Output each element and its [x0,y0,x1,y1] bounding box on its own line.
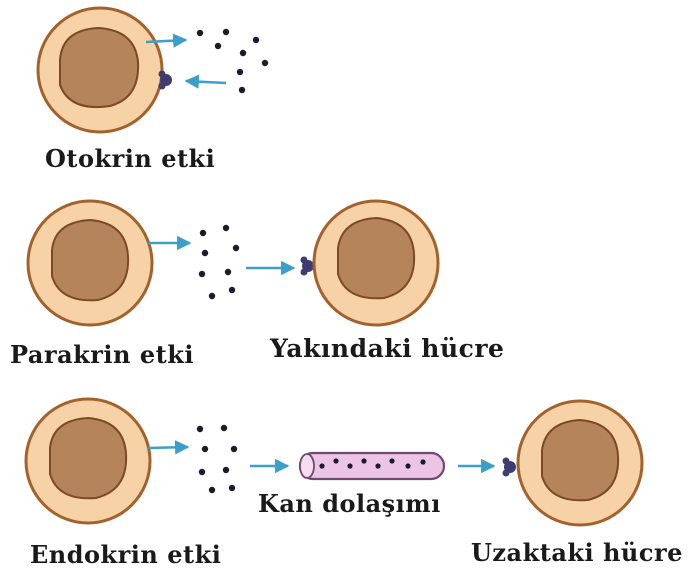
signal-molecules-paracrine [199,225,239,299]
secreting-cell-endocrine [26,399,150,523]
receptor-icon [503,458,517,477]
nucleus [338,218,414,298]
signal-molecules-endocrine [197,425,237,493]
target-cell-nearby [314,201,438,325]
secreting-cell-paracrine [28,201,152,325]
distant-cell-label: Uzaktaki hücre [471,538,683,567]
autocrine-row [38,8,268,132]
signal-molecules-autocrine [197,29,268,93]
nucleus [60,28,138,107]
secretion-arrow [148,447,188,448]
secreting-cell-autocrine [38,8,162,132]
receptor-icon [301,257,315,276]
paracrine-label: Parakrin etki [10,340,194,369]
blood-circulation-label: Kan dolaşımı [258,489,441,518]
endocrine-label: Endokrin etki [30,540,221,569]
blood-vessel [300,453,444,479]
paracrine-row [28,201,438,325]
receptor-icon [159,71,173,90]
autocrine-label: Otokrin etki [45,144,215,173]
return-arrow [186,81,226,83]
nucleus [50,418,126,498]
nearby-cell-label: Yakındaki hücre [270,334,504,363]
target-cell-distant [518,401,642,525]
nucleus [52,220,128,300]
nucleus [542,420,618,500]
